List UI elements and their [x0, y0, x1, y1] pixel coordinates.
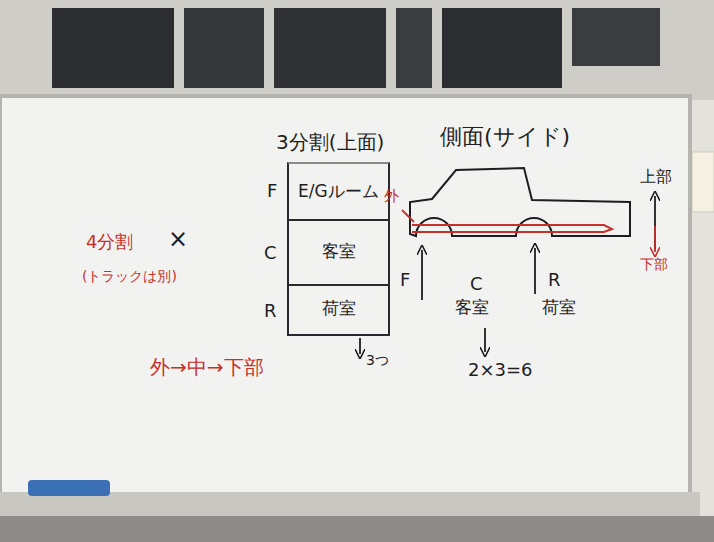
split-count: 4分割 — [86, 232, 133, 253]
row-letter: F — [267, 181, 277, 202]
vertical-arrow — [654, 226, 656, 252]
view-heading: 側面(サイド) — [440, 124, 570, 149]
window-pane — [274, 8, 386, 88]
row-label: 客室 — [322, 242, 356, 262]
zone-name: 荷室 — [542, 298, 576, 318]
row-letter: R — [264, 301, 277, 322]
table-heading: 3分割(上面) — [276, 131, 384, 154]
pointer-arrow — [421, 250, 423, 300]
pointer-arrow — [534, 248, 536, 294]
window-pane — [396, 8, 432, 88]
count-note: 3つ — [366, 352, 389, 368]
zone-letter: F — [400, 270, 410, 291]
sticky-note — [692, 152, 714, 212]
table-row: FE/Gルーム — [289, 164, 388, 219]
order-note: 外→中→下部 — [150, 356, 264, 379]
part-name: 下部 — [640, 256, 668, 272]
row-label: E/Gルーム — [298, 182, 379, 202]
split-table: 3分割(上面)FE/GルームC客室R荷室 — [287, 162, 390, 336]
floor — [0, 516, 714, 542]
note: (トラックは別) — [82, 268, 177, 284]
window-pane — [52, 8, 174, 88]
zone-name: 客室 — [455, 298, 489, 318]
cross-mark: × — [168, 226, 188, 254]
row-label: 荷室 — [322, 299, 356, 319]
window-pane — [442, 8, 562, 88]
car-outline — [410, 168, 630, 236]
wall — [0, 0, 714, 100]
count-formula: 2×3=6 — [468, 360, 533, 381]
table-row: R荷室 — [289, 284, 388, 334]
zone-letter: C — [470, 274, 483, 295]
leader-line — [402, 210, 414, 222]
window-pane — [572, 8, 660, 66]
window-pane — [184, 8, 264, 88]
part-name: 外 — [384, 188, 399, 205]
whiteboard — [0, 96, 690, 496]
part-name: 上部 — [640, 168, 672, 186]
zone-letter: R — [548, 270, 561, 291]
sill-line — [412, 225, 612, 232]
eraser — [28, 480, 110, 496]
down-arrow — [359, 338, 361, 354]
row-letter: C — [264, 243, 277, 264]
down-arrow — [484, 328, 486, 352]
table-row: C客室 — [289, 219, 388, 284]
